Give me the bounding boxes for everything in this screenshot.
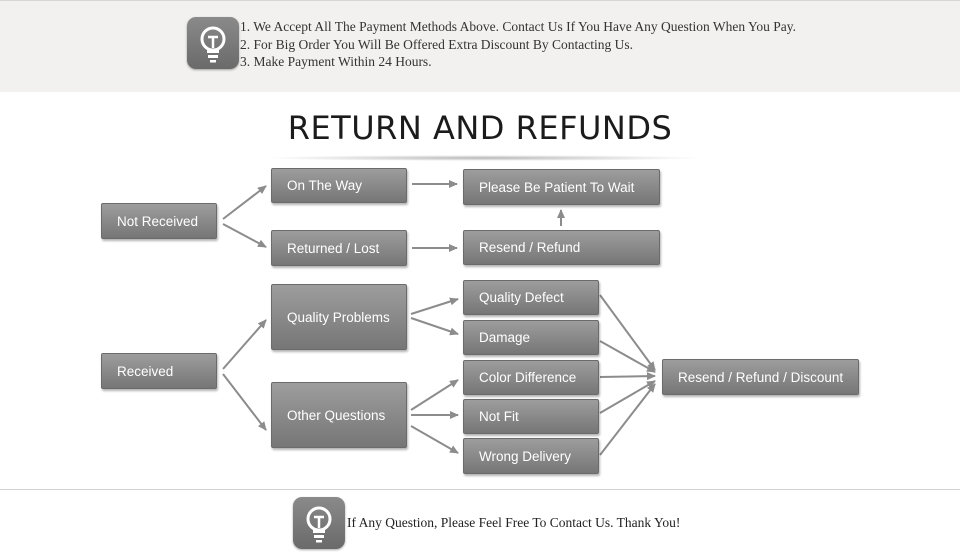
arrow-quality-to-damage <box>410 317 459 336</box>
lightbulb-icon <box>293 497 345 549</box>
on-the-way-box: On The Way <box>271 168 407 203</box>
arrow-damage-to-final <box>599 340 656 373</box>
arrow-defect-to-final <box>599 294 656 371</box>
damage-box: Damage <box>463 320 599 355</box>
lightbulb-icon <box>187 17 239 69</box>
footer-divider <box>0 489 960 490</box>
title-underline-shadow <box>262 155 704 161</box>
arrow-not-received-to-on-the-way <box>222 185 267 220</box>
quality-defect-box: Quality Defect <box>463 280 599 315</box>
arrow-wrong-to-final <box>599 383 656 456</box>
arrow-quality-to-defect <box>410 297 459 315</box>
arrow-other-to-wrong <box>410 425 459 454</box>
returned-lost-box: Returned / Lost <box>271 230 407 266</box>
payment-notice-panel: 1. We Accept All The Payment Methods Abo… <box>0 0 960 92</box>
arrow-received-to-other <box>222 373 267 431</box>
not-received-box: Not Received <box>101 203 217 239</box>
arrow-other-to-color <box>410 379 459 411</box>
arrow-color-to-final <box>599 372 656 381</box>
payment-note-1: 1. We Accept All The Payment Methods Abo… <box>240 19 797 34</box>
arrow-notfit-to-final <box>599 380 656 414</box>
payment-note-2: 2. For Big Order You Will Be Offered Ext… <box>240 36 634 52</box>
other-questions-box: Other Questions <box>271 382 407 448</box>
color-difference-box: Color Difference <box>463 360 599 395</box>
contact-message: If Any Question, Please Feel Free To Con… <box>347 515 681 530</box>
page-title: RETURN AND REFUNDS <box>287 109 673 147</box>
arrow-received-to-quality <box>222 319 267 370</box>
payment-note-3: 3. Make Payment Within 24 Hours. <box>240 54 432 69</box>
not-fit-box: Not Fit <box>463 399 599 434</box>
please-be-patient-box: Please Be Patient To Wait <box>463 169 660 205</box>
payment-notes: 1. We Accept All The Payment Methods Abo… <box>240 18 796 71</box>
wrong-delivery-box: Wrong Delivery <box>463 438 599 474</box>
arrow-not-received-to-returned <box>222 223 267 248</box>
quality-problems-box: Quality Problems <box>271 284 407 350</box>
received-box: Received <box>101 353 217 389</box>
resend-refund-discount-box: Resend / Refund / Discount <box>662 359 859 395</box>
resend-refund-box: Resend / Refund <box>463 230 660 265</box>
